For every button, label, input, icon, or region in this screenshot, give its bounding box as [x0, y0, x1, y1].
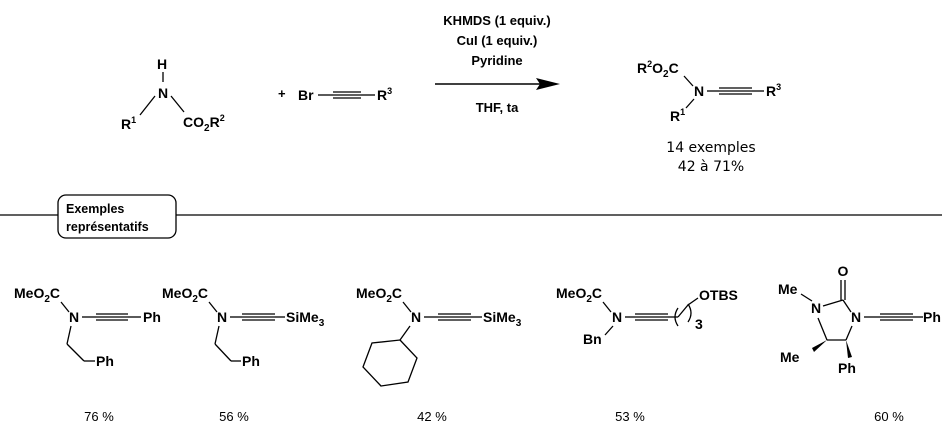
condition-base: KHMDS (1 equiv.)	[443, 13, 550, 28]
label-ph-chain: Ph	[96, 353, 114, 369]
label-meo2c: MeO2C	[556, 285, 602, 305]
label-subscript-3: 3	[695, 316, 703, 332]
reaction-conditions: KHMDS (1 equiv.) CuI (1 equiv.) Pyridine…	[435, 13, 560, 115]
atom-br: Br	[298, 87, 314, 103]
label-sime3: SiMe3	[483, 309, 522, 329]
wedge-me	[812, 340, 827, 352]
reactant-carbamate: H N R1 CO2R2	[121, 56, 225, 134]
example-2: MeO2C N SiMe3 Ph 56 %	[162, 285, 325, 424]
label-r3: R3	[377, 86, 392, 103]
yield: 56 %	[219, 409, 249, 424]
label-meo2c: MeO2C	[162, 285, 208, 305]
example-3: MeO2C N SiMe3 42 %	[356, 285, 522, 424]
label-r3: R3	[766, 82, 781, 99]
atom-n: N	[612, 309, 622, 325]
yield: 60 %	[874, 409, 904, 424]
example-5: O Me N N Me Ph Ph 60 %	[778, 263, 941, 424]
label-me-c: Me	[780, 349, 800, 365]
label-r2o2c: R2O2C	[637, 59, 679, 80]
scope-count: 14 exemples	[666, 140, 755, 156]
label-otbs: OTBS	[699, 287, 738, 303]
atom-n: N	[217, 309, 227, 325]
label-meo2c: MeO2C	[356, 285, 402, 305]
label-ph-chain: Ph	[242, 353, 260, 369]
condition-catalyst: CuI (1 equiv.)	[457, 33, 538, 48]
reactant-bromoalkyne: Br R3	[298, 86, 392, 103]
examples-box-subtitle: représentatifs	[66, 220, 149, 234]
wedge-ph	[846, 340, 852, 358]
label-sime3: SiMe3	[286, 309, 325, 329]
label-ph-alkyne: Ph	[143, 309, 161, 325]
yield: 42 %	[417, 409, 447, 424]
label-ph-ring: Ph	[838, 360, 856, 376]
atom-n2: N	[851, 309, 861, 325]
example-4: MeO2C N Bn 3 OTBS 53 %	[556, 285, 738, 424]
condition-solvent: THF, ta	[476, 100, 519, 115]
yield: 76 %	[84, 409, 114, 424]
atom-n1: N	[811, 300, 821, 316]
example-1: MeO2C N Ph Ph 76 %	[14, 285, 161, 424]
label-r1: R1	[121, 115, 136, 132]
product-ynamide: R2O2C N R1 R3	[637, 59, 781, 124]
plus-sign: +	[278, 86, 286, 101]
condition-ligand: Pyridine	[471, 53, 522, 68]
label-me-n: Me	[778, 281, 798, 297]
label-bn: Bn	[583, 331, 602, 347]
label-r1: R1	[670, 107, 685, 124]
atom-n: N	[69, 309, 79, 325]
reaction-arrow-head	[536, 78, 560, 90]
atom-o: O	[838, 263, 849, 279]
label-ph-alkyne: Ph	[923, 309, 941, 325]
atom-n: N	[694, 83, 704, 99]
cyclohexyl-ring	[362, 339, 418, 387]
label-co2r2: CO2R2	[183, 113, 225, 134]
atom-n: N	[411, 309, 421, 325]
label-meo2c: MeO2C	[14, 285, 60, 305]
atom-h: H	[157, 56, 167, 72]
scope-yield-range: 42 à 71%	[678, 159, 744, 175]
atom-n: N	[158, 85, 168, 101]
examples-box-title: Exemples	[66, 202, 124, 216]
yield: 53 %	[615, 409, 645, 424]
examples-box	[57, 194, 177, 239]
